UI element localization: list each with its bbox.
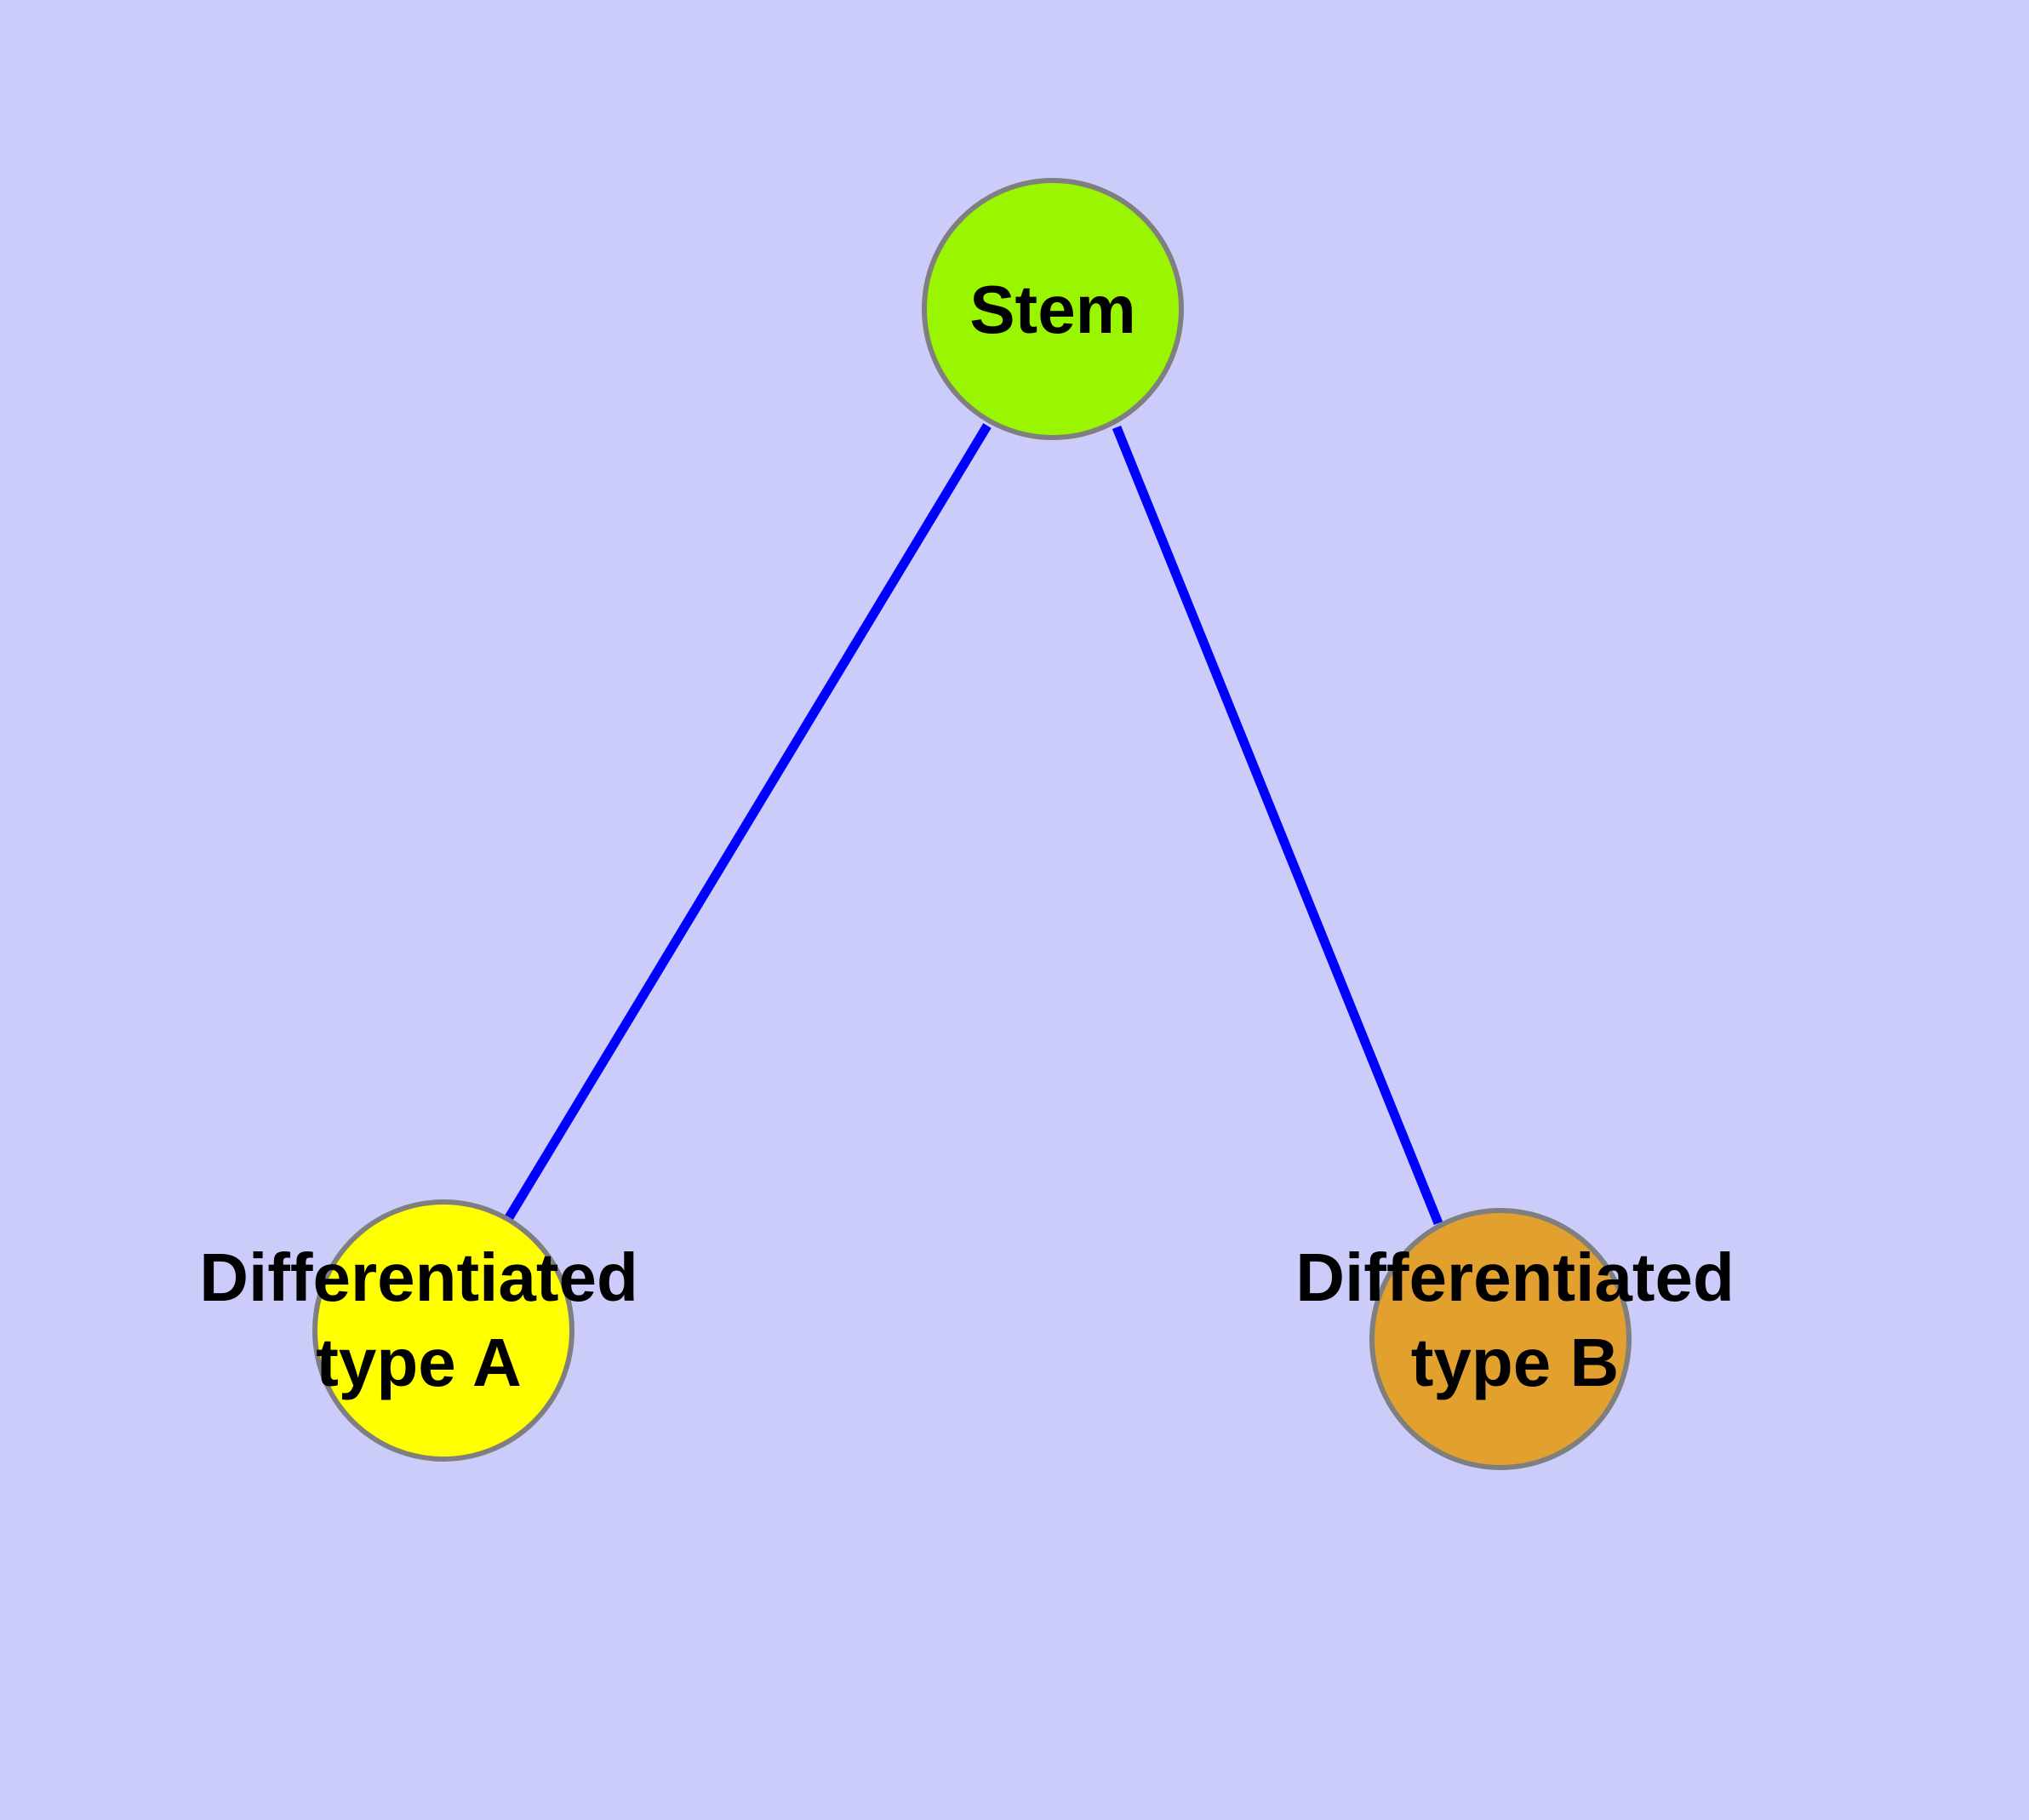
graph-node-stem[interactable] [922,178,1184,440]
graph-node-label-stem: Stem [969,272,1136,347]
graph-edge [1112,425,1443,1226]
graph-node-label-line: Stem [969,272,1136,347]
graph-node-label-line: Differentiated [199,1239,638,1315]
graph-node-diff-a[interactable] [312,1199,574,1462]
edges-layer [504,423,1443,1226]
graph-node-diff-b[interactable] [1369,1208,1632,1470]
graph-edge [504,423,992,1222]
graph-node-label-diff-b: Differentiated type B [1295,1239,1735,1400]
graph-node-label-line: type A [316,1325,522,1400]
graph-node-label-line: type B [1411,1325,1620,1400]
graph-node-label-diff-a: Differentiated type A [199,1239,638,1400]
graph-node-label-line: Differentiated [1295,1239,1735,1315]
nodes-layer [312,178,1632,1470]
